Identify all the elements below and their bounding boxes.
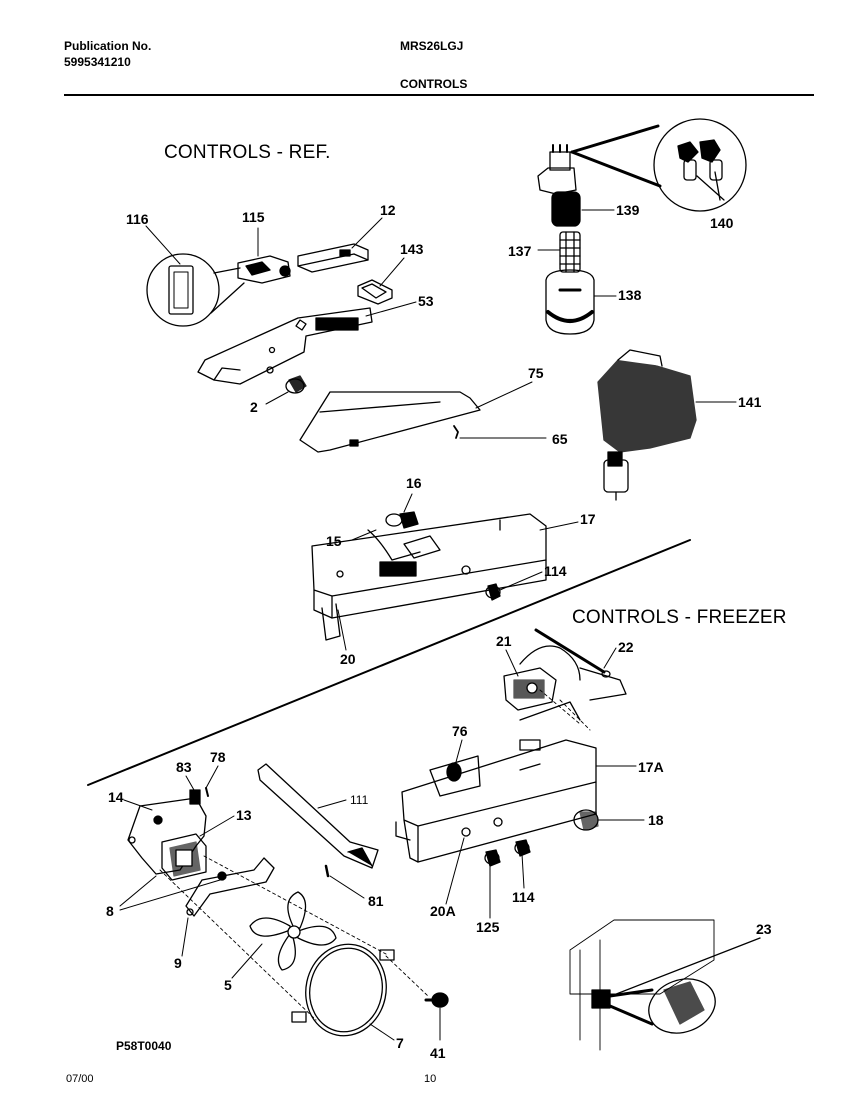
callout-114-freezer: 114 [512, 889, 535, 905]
callout-9: 9 [174, 955, 182, 971]
publication-label: Publication No. [64, 39, 152, 53]
callout-18: 18 [648, 812, 664, 828]
callout-140: 140 [710, 215, 734, 231]
part-114-freezer-knob [514, 839, 531, 857]
callout-81: 81 [368, 893, 384, 909]
part-2-knob [285, 375, 307, 394]
part-125-knob [484, 849, 501, 867]
callout-141: 141 [738, 394, 762, 410]
part-17-ref-housing [311, 513, 547, 641]
model-number: MRS26LGJ [400, 39, 464, 53]
callout-83: 83 [176, 759, 192, 775]
callout-23: 23 [756, 921, 772, 937]
part-83-clip [189, 789, 201, 805]
part-53-housing [197, 307, 373, 385]
section-title-freezer: CONTROLS - FREEZER [572, 607, 787, 628]
callout-21: 21 [496, 633, 512, 649]
part-7-fan-shroud [291, 943, 395, 1037]
part-115-switch [237, 255, 291, 284]
callout-139: 139 [616, 202, 640, 218]
callout-125: 125 [476, 919, 500, 935]
part-41-screw [424, 992, 449, 1008]
callout-137: 137 [508, 243, 532, 259]
callout-20: 20 [340, 651, 356, 667]
callout-114-ref: 114 [544, 563, 567, 579]
publication-number: 5995341210 [64, 55, 131, 69]
callout-76: 76 [452, 723, 468, 739]
callout-12: 12 [380, 202, 396, 218]
alignment-lines [159, 689, 591, 1021]
callout-22: 22 [618, 639, 634, 655]
callout-75: 75 [528, 365, 544, 381]
part-143-clip [357, 279, 393, 305]
part-141-valve-assembly [597, 349, 697, 501]
part-138-filter-bowl [545, 269, 595, 335]
part-18-knob [573, 809, 599, 831]
part-22-sensor-bulb [534, 628, 627, 701]
callout-138: 138 [618, 287, 642, 303]
callout-5: 5 [224, 977, 232, 993]
callout-15: 15 [326, 533, 342, 549]
part-5-fan-blade [249, 891, 337, 971]
part-114-ref-knob [485, 583, 501, 601]
callout-17: 17 [580, 511, 596, 527]
part-21-freezer-control [503, 645, 581, 711]
callout-20a: 20A [430, 903, 456, 919]
part-139-filter-head [537, 144, 581, 227]
part-65-screw [453, 425, 459, 439]
page-section-title: CONTROLS [400, 77, 468, 91]
callout-17a: 17A [638, 759, 664, 775]
callout-53: 53 [418, 293, 434, 309]
part-81-screw [324, 864, 330, 878]
footer-date: 07/00 [66, 1073, 94, 1085]
section-divider-line [87, 539, 691, 786]
part-12-cover [297, 243, 369, 273]
callout-115: 115 [242, 209, 265, 225]
callout-116: 116 [126, 211, 149, 227]
callout-78: 78 [210, 749, 226, 765]
drawing-code: P58T0040 [116, 1039, 172, 1053]
callout-14: 14 [108, 789, 124, 805]
callout-7: 7 [396, 1035, 404, 1051]
part-13-motor [161, 833, 207, 881]
callout-16: 16 [406, 475, 422, 491]
callout-143: 143 [400, 241, 424, 257]
section-title-ref: CONTROLS - REF. [164, 142, 331, 163]
part-111-bracket [257, 763, 379, 869]
part-137-filter-element [559, 231, 581, 273]
part-140-fittings [570, 118, 747, 212]
header-rule [64, 94, 814, 96]
footer-page-number: 10 [424, 1073, 437, 1085]
callout-2: 2 [250, 399, 258, 415]
leader-lines [119, 209, 737, 1041]
part-17a-freezer-housing [395, 701, 597, 863]
part-14-mount-bracket [127, 797, 207, 875]
callout-111: 111 [350, 793, 369, 807]
part-9-bracket [185, 857, 275, 917]
part-116-gasket [146, 253, 245, 327]
part-23-damper [569, 919, 761, 1051]
callout-41: 41 [430, 1045, 446, 1061]
callout-65: 65 [552, 431, 568, 447]
part-75-plate [299, 391, 481, 453]
callout-8: 8 [106, 903, 114, 919]
callout-13: 13 [236, 807, 252, 823]
part-16-lamp [385, 511, 419, 529]
part-78-screw [205, 787, 209, 797]
